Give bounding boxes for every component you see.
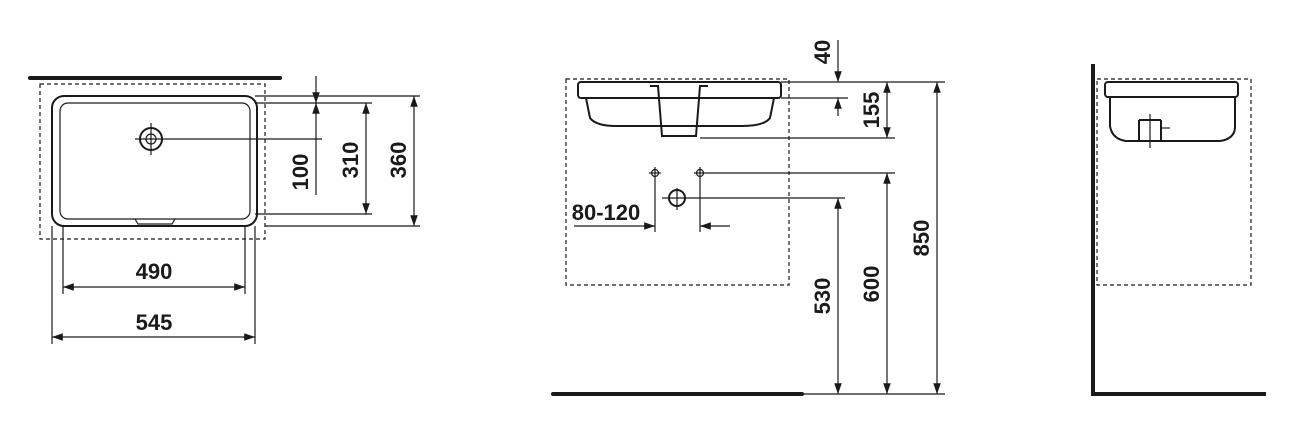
dim-label-inner-width: 490	[136, 259, 173, 284]
dim-label-rim-thickness: 40	[810, 40, 835, 64]
drain-icon	[135, 123, 167, 155]
basin-bowl	[1109, 97, 1236, 142]
tap-hole-right-icon	[694, 167, 706, 179]
basin-bowl	[585, 97, 775, 127]
basin-rim	[577, 81, 782, 99]
top-view: 100 310 360 490 545	[28, 76, 420, 344]
basin-inner-outline	[59, 102, 251, 220]
basin-rim	[1104, 81, 1239, 98]
tap-hole-left-icon	[649, 167, 661, 179]
dim-label-rim-height: 850	[909, 220, 934, 257]
dim-label-tap-height: 600	[859, 266, 884, 303]
dim-label-outer-width: 545	[136, 310, 173, 335]
drain-outlet-icon	[662, 188, 692, 210]
basin-outer-outline	[51, 95, 258, 227]
dim-label-tap-spacing: 80-120	[572, 200, 641, 225]
dim-label-drain-height: 530	[810, 278, 835, 315]
cabinet-outline	[565, 78, 790, 286]
overflow-lip	[134, 218, 176, 225]
wall-floor-line	[1091, 64, 1266, 396]
front-view: 40 155 80-120	[551, 40, 945, 396]
dim-label-bowl-depth: 155	[859, 92, 884, 129]
side-view	[1091, 64, 1266, 396]
cabinet-outline	[39, 83, 266, 240]
drain-tail	[650, 85, 708, 137]
cabinet-outline	[1096, 78, 1252, 286]
dim-label-outer-depth: 360	[386, 142, 411, 179]
dim-label-inner-depth: 310	[338, 142, 363, 179]
dim-label-drain-offset: 100	[288, 154, 313, 191]
